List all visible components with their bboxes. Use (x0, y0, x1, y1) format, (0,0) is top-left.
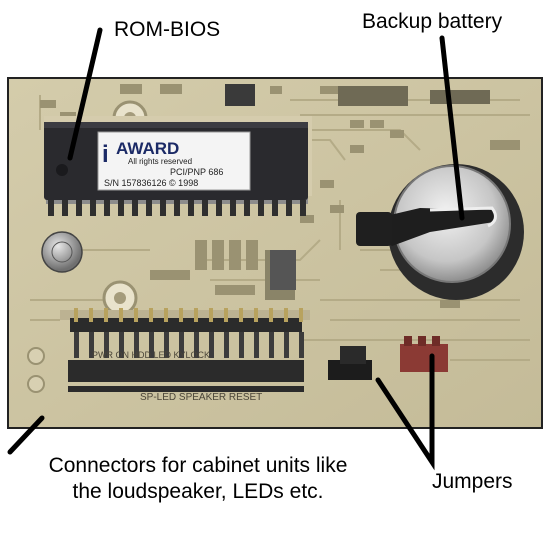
pointer-lines (7, 27, 465, 471)
ic-component (270, 250, 296, 290)
front-panel-connectors: PWR ON HDD LED KYLOCK SP-LED SPEAKER RES… (60, 308, 310, 403)
award-logo-icon: i (102, 141, 109, 168)
backup-battery-label: Backup battery (362, 10, 503, 33)
svg-text:S/N 157836126 © 1998: S/N 157836126 © 1998 (104, 178, 198, 188)
svg-text:All rights reserved: All rights reserved (128, 157, 192, 166)
jumpers (328, 336, 448, 380)
rom-bios-label: ROM-BIOS (114, 18, 221, 41)
rom-bios-chip: i AWARD All rights reserved PCI/PNP 686 … (44, 116, 312, 216)
connectors-label-line2: the loudspeaker, LEDs etc. (72, 480, 324, 503)
svg-text:PCI/PNP 686: PCI/PNP 686 (170, 167, 223, 177)
svg-text:AWARD: AWARD (116, 139, 179, 158)
capacitor (41, 231, 83, 273)
svg-text:SP-LED SPEAKER RESET: SP-LED SPEAKER RESET (140, 392, 262, 403)
connectors-label-line1: Connectors for cabinet units like (48, 454, 348, 477)
svg-text:PWR ON HDD LED KYLOCK: PWR ON HDD LED KYLOCK (92, 350, 210, 360)
jumpers-label: Jumpers (432, 470, 513, 493)
